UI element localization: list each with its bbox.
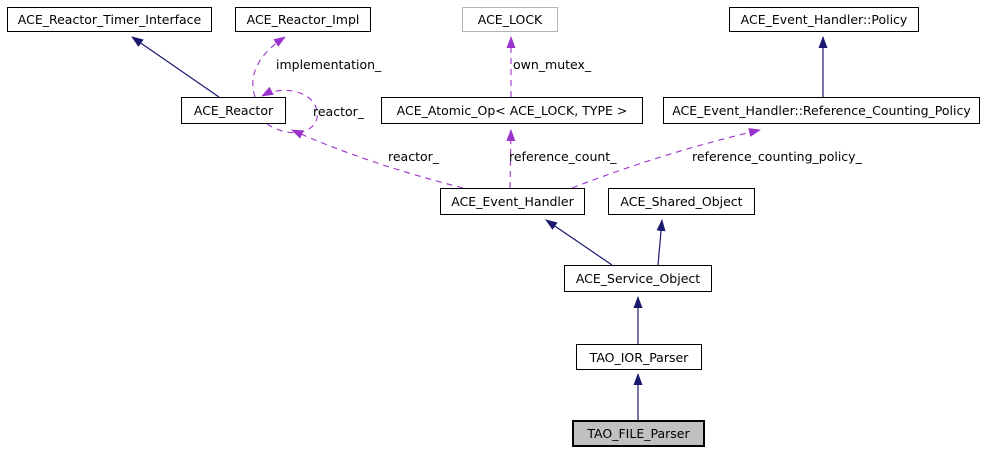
edge-usage-reference-counting-policy xyxy=(571,128,761,189)
node-ace-reactor-impl[interactable]: ACE_Reactor_Impl xyxy=(235,7,371,32)
node-ace-reactor[interactable]: ACE_Reactor xyxy=(181,97,286,124)
edge-label-reference-count: reference_count_ xyxy=(509,149,617,164)
edge-usage-implementation xyxy=(252,36,286,98)
node-ace-event-handler-policy[interactable]: ACE_Event_Handler::Policy xyxy=(729,7,919,32)
edge-usage-reactor xyxy=(291,129,464,189)
node-ace-event-handler-reference-counting-policy[interactable]: ACE_Event_Handler::Reference_Counting_Po… xyxy=(663,97,980,124)
node-tao-file-parser: TAO_FILE_Parser xyxy=(572,420,705,447)
node-ace-shared-object[interactable]: ACE_Shared_Object xyxy=(608,188,755,215)
node-ace-service-object[interactable]: ACE_Service_Object xyxy=(564,265,712,292)
edge-label-reference-counting-policy: reference_counting_policy_ xyxy=(692,149,862,164)
edge-usage-reference-count xyxy=(506,129,516,189)
node-tao-ior-parser[interactable]: TAO_IOR_Parser xyxy=(576,344,702,370)
edge-inherit-reactor-to-timer-interface xyxy=(131,36,220,98)
node-ace-atomic-op[interactable]: ACE_Atomic_Op< ACE_LOCK, TYPE > xyxy=(381,97,643,124)
edge-label-reactor-self: reactor_ xyxy=(313,104,365,119)
node-ace-reactor-timer-interface[interactable]: ACE_Reactor_Timer_Interface xyxy=(7,7,212,32)
node-ace-lock: ACE_LOCK xyxy=(462,7,558,32)
edge-label-own-mutex: own_mutex_ xyxy=(513,57,592,72)
edge-label-implementation: implementation_ xyxy=(276,57,382,72)
edge-inherit-service-object-to-event-handler xyxy=(545,219,613,266)
edge-label-reactor: reactor_ xyxy=(388,149,440,164)
edge-usage-reactor-self-loop xyxy=(261,86,318,134)
edge-inherit-service-object-to-shared-object xyxy=(656,219,666,266)
node-ace-event-handler[interactable]: ACE_Event_Handler xyxy=(440,188,585,215)
